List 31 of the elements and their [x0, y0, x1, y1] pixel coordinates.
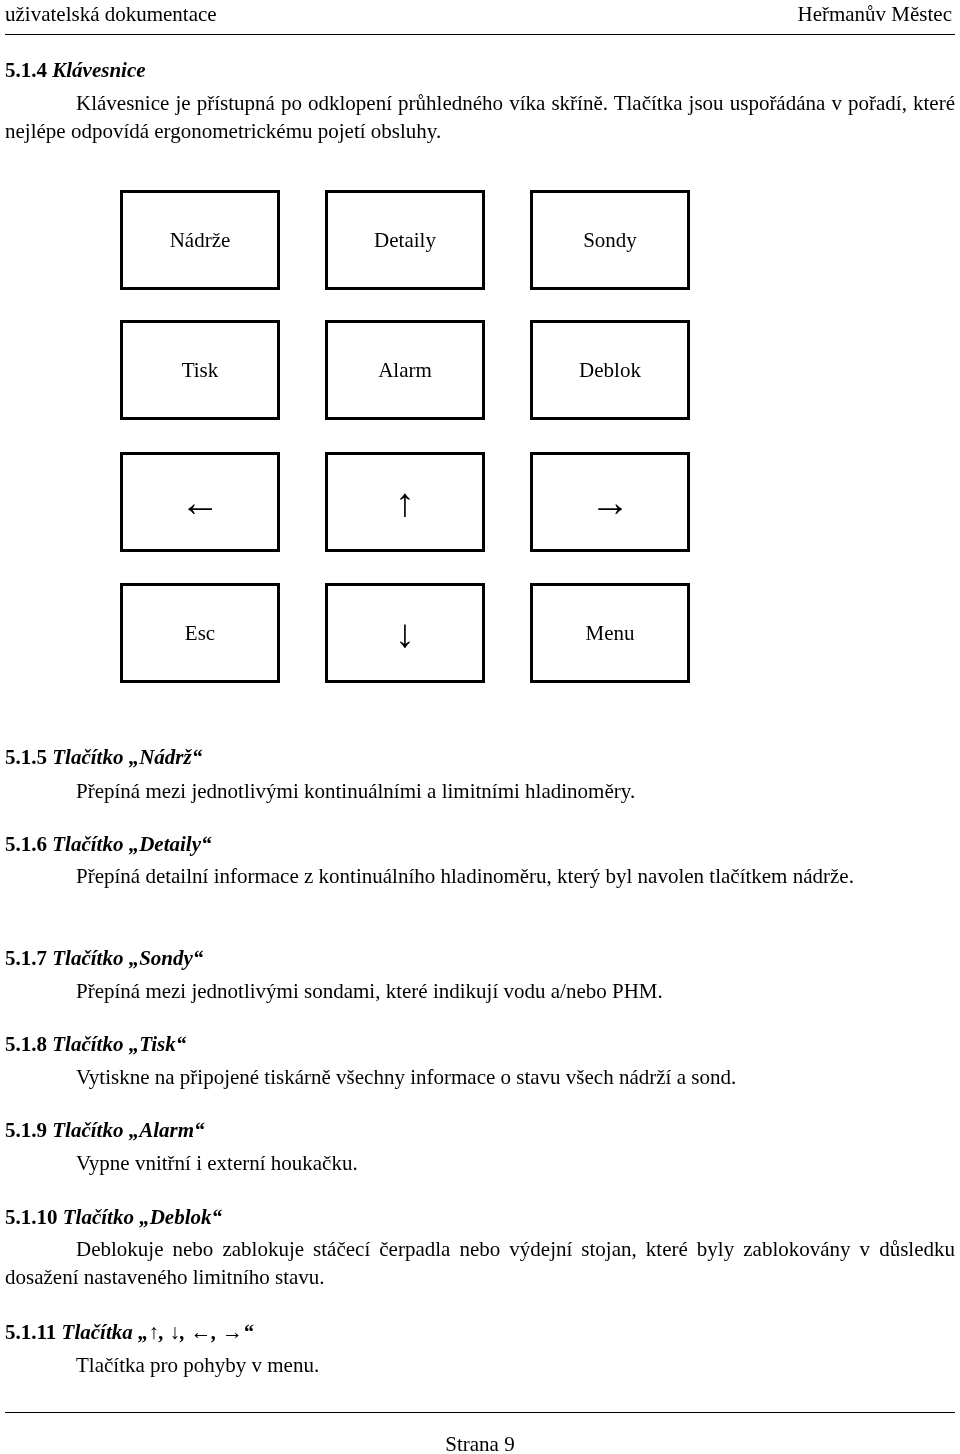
paragraph: Vytiskne na připojené tiskárně všechny informace o stavu všech nádrží a sond.: [75, 1064, 738, 1091]
keypad-key: Alarm: [325, 320, 485, 420]
section-heading: 5.1.9 Tlačítko „Alarm“: [5, 1117, 205, 1144]
keypad-key: Nádrže: [120, 190, 280, 290]
paragraph: Přepíná detailní informace z kontinuálního hladinoměru, který byl navolen tlačítkem nádrže.: [75, 863, 855, 890]
keypad-key: Sondy: [530, 190, 690, 290]
paragraph: Přepíná mezi jednotlivými sondami, které indikují vodu a/nebo PHM.: [75, 978, 664, 1005]
keypad-key: ↑: [325, 452, 485, 552]
keypad-key: Esc: [120, 583, 280, 683]
keypad-key: ←: [120, 452, 280, 552]
section-heading: 5.1.10 Tlačítko „Deblok“: [5, 1204, 222, 1231]
section-heading: 5.1.4 Klávesnice: [5, 57, 146, 84]
keypad-key: Deblok: [530, 320, 690, 420]
header-text: Heřmanův Městec: [797, 1, 952, 28]
paragraph: Klávesnice je přístupná po odklopení průhledného víka skříně. Tlačítka jsou uspořádána v pořadí, které nejlépe odpovídá ergonometrickému pojetí obsluhy.: [5, 90, 955, 145]
paragraph: Deblokuje nebo zablokuje stáčecí čerpadla nebo výdejní stojan, které byly zablokovány v důsledku dosažení nastaveného limitního stavu.: [5, 1236, 955, 1291]
keypad-key: →: [530, 452, 690, 552]
keypad-key: Tisk: [120, 320, 280, 420]
header-text: uživatelská dokumentace: [5, 1, 217, 28]
section-heading: 5.1.6 Tlačítko „Detaily“: [5, 831, 212, 858]
keypad-key: Detaily: [325, 190, 485, 290]
section-heading: 5.1.5 Tlačítko „Nádrž“: [5, 744, 203, 771]
page-number: Strana 9: [444, 1431, 516, 1454]
section-heading: 5.1.7 Tlačítko „Sondy“: [5, 945, 204, 972]
keypad-key: Menu: [530, 583, 690, 683]
paragraph: Přepíná mezi jednotlivými kontinuálními a limitními hladinoměry.: [75, 778, 637, 805]
section-heading: 5.1.8 Tlačítko „Tisk“: [5, 1031, 187, 1058]
paragraph: Vypne vnitřní i externí houkačku.: [75, 1150, 359, 1177]
section-heading: 5.1.11 Tlačítka „↑, ↓, ←, →“: [5, 1319, 254, 1346]
paragraph: Tlačítka pro pohyby v menu.: [75, 1352, 321, 1379]
keypad-key: ↓: [325, 583, 485, 683]
